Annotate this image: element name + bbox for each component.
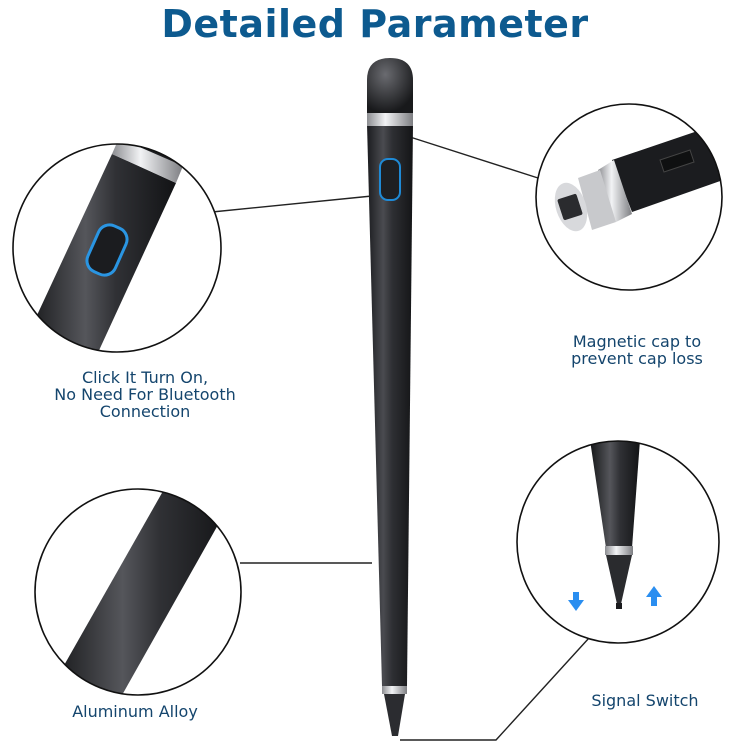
caption-line: Connection (99, 402, 191, 421)
stylus-pen (367, 58, 413, 736)
caption-line: No Need For Bluetooth (54, 385, 236, 404)
pen-silver-band (367, 113, 413, 126)
caption-aluminum-alloy: Aluminum Alloy (72, 702, 198, 721)
pen-cap (367, 58, 413, 113)
callout-tip-zoom (516, 440, 720, 644)
caption-signal-switch: Signal Switch (591, 691, 699, 710)
caption-line: prevent cap loss (571, 349, 703, 368)
connector-lines (211, 136, 590, 741)
page-title: Detailed Parameter (161, 2, 589, 46)
arrow-down-icon (568, 592, 584, 611)
power-button (379, 158, 401, 201)
pen-barrel (367, 124, 413, 686)
caption-line: Magnetic cap to (572, 332, 702, 351)
caption-power-button: Click It Turn On, No Need For Bluetooth … (25, 369, 265, 420)
connector-cap (409, 136, 539, 179)
caption-line: Click It Turn On, (81, 368, 209, 387)
connector-tip (400, 637, 590, 741)
callout-cap-zoom (535, 103, 723, 291)
caption-magnetic-cap: Magnetic cap to prevent cap loss (547, 333, 727, 367)
callout-button-zoom (12, 143, 222, 353)
pen-tip (384, 694, 405, 736)
pen-tip-ring (382, 686, 407, 694)
connector-button (211, 195, 373, 213)
callout-alloy-zoom (34, 488, 242, 696)
arrow-up-icon (646, 586, 662, 606)
